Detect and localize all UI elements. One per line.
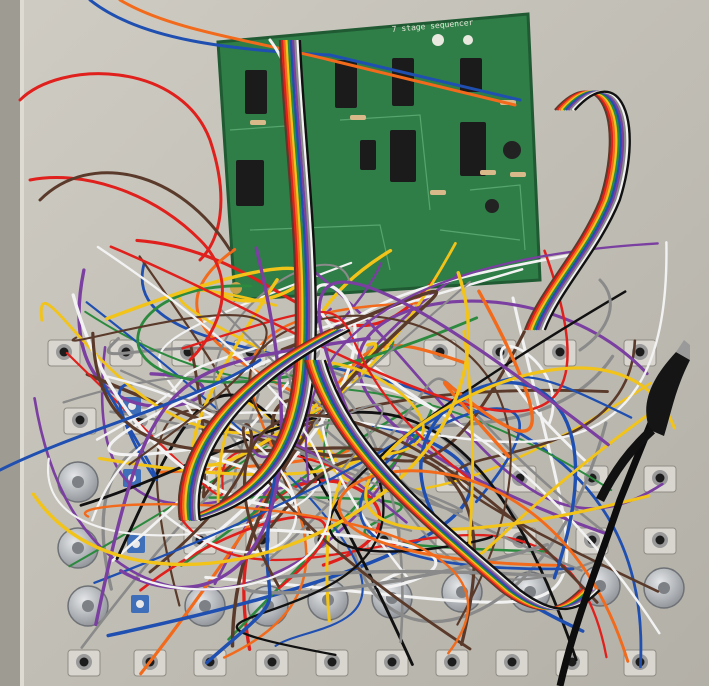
hookup-wire xyxy=(248,314,512,626)
hookup-wire xyxy=(28,176,224,362)
hookup-wire xyxy=(204,296,569,604)
ribbon-conductor xyxy=(543,90,631,331)
hookup-wire xyxy=(38,171,232,252)
panel-left-edge xyxy=(0,0,22,686)
audio-jack xyxy=(543,339,577,367)
audio-jack xyxy=(643,465,677,493)
capacitors xyxy=(230,34,521,294)
hookup-wire xyxy=(39,241,457,435)
panel-edge-highlight xyxy=(20,0,24,686)
audio-jack xyxy=(623,339,657,367)
ribbon-conductor xyxy=(188,39,306,522)
audio-jack xyxy=(495,649,529,677)
hookup-wire xyxy=(317,280,610,483)
hookup-wire xyxy=(83,503,470,655)
hookup-wire xyxy=(106,375,298,554)
hookup-wire xyxy=(358,407,575,571)
ribbon-conductor xyxy=(197,328,351,521)
hookup-wire xyxy=(356,299,649,535)
ribbon-conductor xyxy=(323,359,601,611)
trimmer-pot xyxy=(131,595,149,613)
audio-jack xyxy=(47,339,81,367)
hookup-wire xyxy=(235,419,385,657)
hookup-wire xyxy=(181,310,471,481)
hookup-wire xyxy=(47,457,320,537)
ribbon-conductor xyxy=(192,39,311,522)
hookup-wire xyxy=(442,289,534,459)
hookup-wire xyxy=(252,330,526,552)
hookup-wire xyxy=(118,0,517,107)
audio-jack xyxy=(63,407,97,435)
hookup-wire xyxy=(578,278,612,352)
hookup-wire xyxy=(85,301,364,647)
hookup-wire xyxy=(242,542,553,595)
audio-jack xyxy=(193,649,227,677)
ribbon-conductor xyxy=(186,39,304,522)
audio-jack xyxy=(67,649,101,677)
ribbon-conductor xyxy=(195,39,313,522)
hookup-wire xyxy=(337,469,630,663)
alligator-clip-lead xyxy=(556,340,690,686)
trimmer-pot xyxy=(127,535,145,553)
audio-jack xyxy=(643,527,677,555)
audio-jack xyxy=(435,649,469,677)
potentiometer xyxy=(643,567,685,609)
hookup-wire xyxy=(96,245,332,591)
audio-jack xyxy=(375,649,409,677)
hookup-wire xyxy=(0,358,262,472)
potentiometer xyxy=(57,461,99,503)
hookup-wire xyxy=(213,263,413,532)
hookup-wire xyxy=(31,271,470,567)
hookup-wire xyxy=(18,72,223,262)
ribbon-cables xyxy=(177,39,631,611)
audio-jack xyxy=(255,649,289,677)
ribbon-conductor xyxy=(190,39,309,522)
ribbon-conductor xyxy=(197,39,315,522)
potentiometer xyxy=(441,571,483,613)
audio-jack xyxy=(315,649,349,677)
hookup-wire xyxy=(184,283,444,560)
hookup-wire xyxy=(115,393,414,666)
hookup-wire xyxy=(139,343,469,676)
ribbon-conductor xyxy=(199,39,317,522)
audio-jack xyxy=(503,465,537,493)
